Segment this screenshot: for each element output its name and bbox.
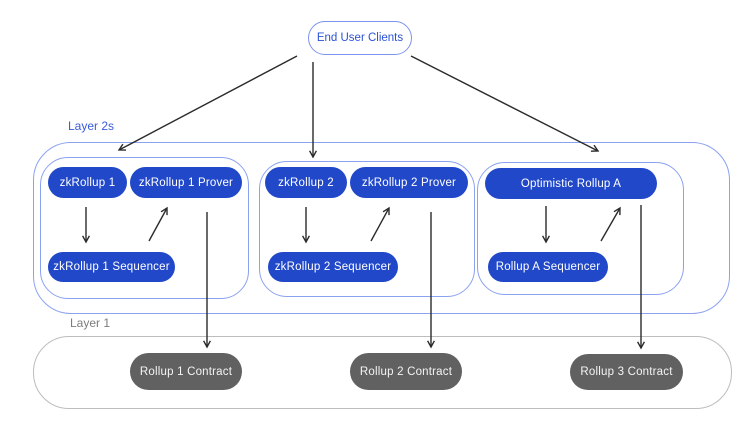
rollup-a-sequencer-node[interactable]: Rollup A Sequencer [488,252,608,282]
optimistic-rollup-a-node[interactable]: Optimistic Rollup A [485,168,657,199]
optimistic-rollup-group-box [477,162,684,295]
zkrollup-1-node[interactable]: zkRollup 1 [48,167,127,198]
rollup-1-contract-node[interactable]: Rollup 1 Contract [130,353,242,390]
zkrollup-2-node[interactable]: zkRollup 2 [265,167,347,198]
arrow-endusers-to-zkrollup1 [119,55,298,150]
end-user-clients-node[interactable]: End User Clients [308,21,412,55]
layer2s-container [33,142,730,314]
layer-1-label: Layer 1 [70,316,111,330]
zkrollup2-group-box [259,161,475,297]
rollup-2-contract-node[interactable]: Rollup 2 Contract [350,353,462,390]
zkrollup-2-prover-node[interactable]: zkRollup 2 Prover [350,167,468,198]
zkrollup1-group-box [40,157,249,299]
zkrollup-2-sequencer-node[interactable]: zkRollup 2 Sequencer [268,252,398,282]
zkrollup-1-prover-node[interactable]: zkRollup 1 Prover [130,167,242,198]
layer1-container [33,336,732,409]
rollup-3-contract-node[interactable]: Rollup 3 Contract [570,354,683,390]
layer-2s-label: Layer 2s [68,119,115,133]
zkrollup-1-sequencer-node[interactable]: zkRollup 1 Sequencer [48,252,175,282]
arrow-endusers-to-optimistic-rollup [410,55,598,151]
